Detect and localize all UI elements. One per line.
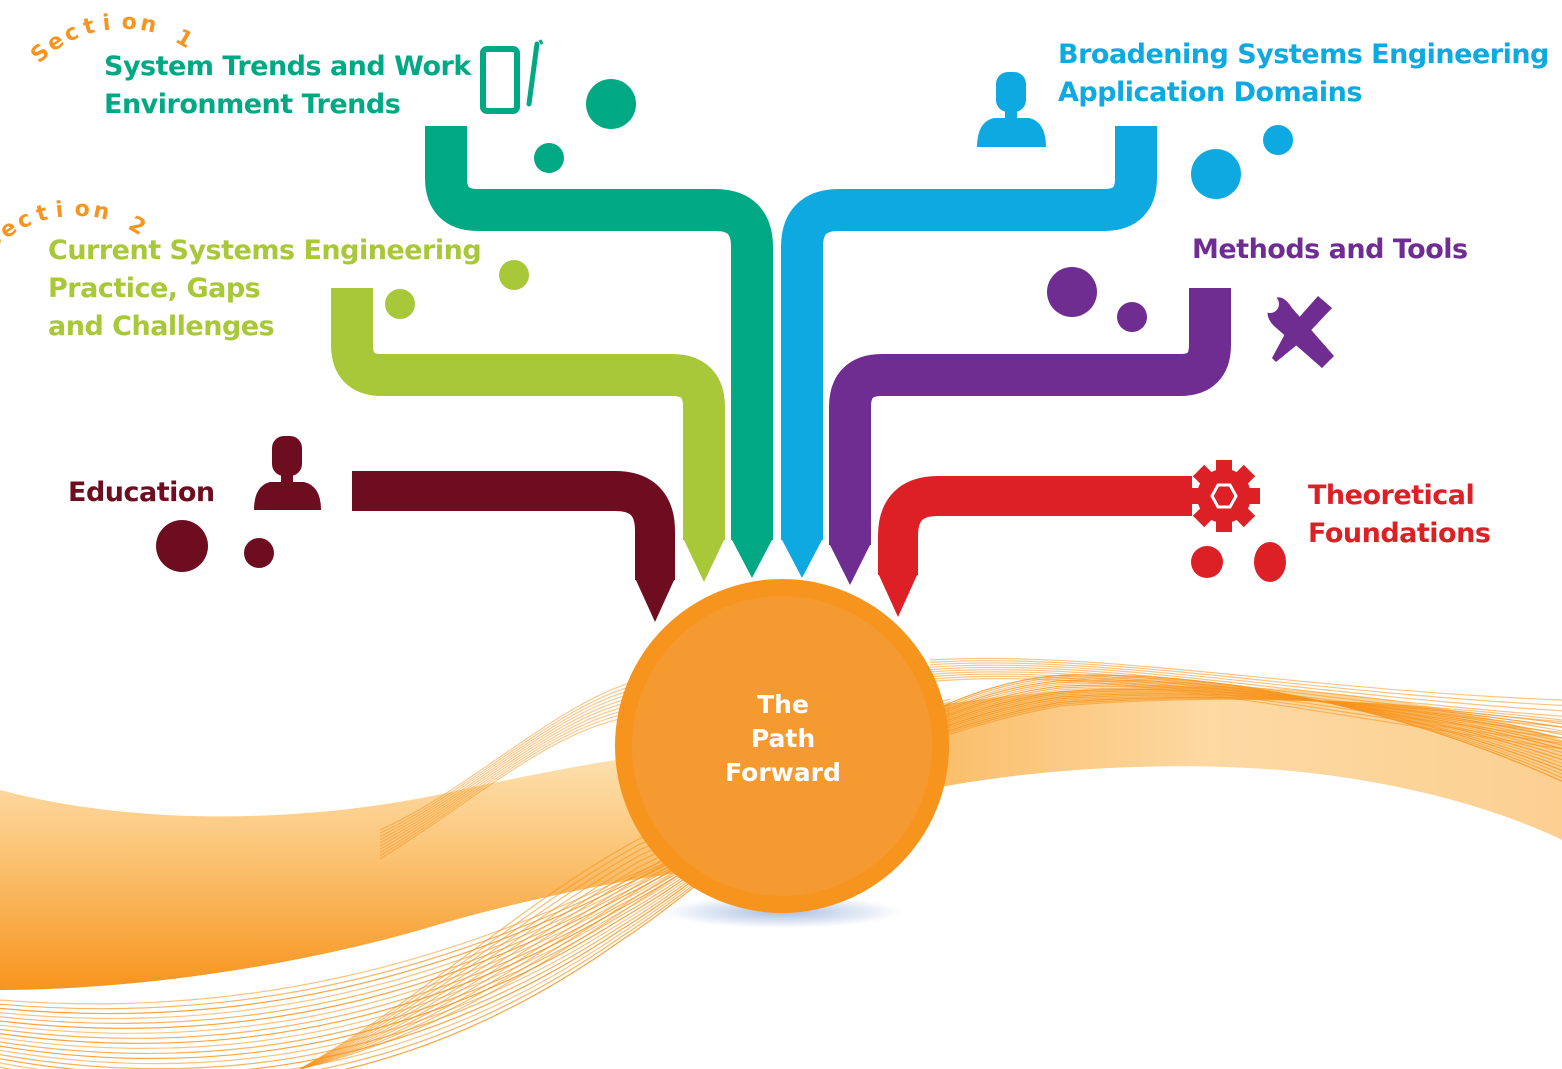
label-line: Broadening Systems Engineering [1058,39,1549,70]
arrow-methods-tools [829,543,871,585]
pipe-current-practice [331,288,725,540]
pipe-methods-tools [829,288,1231,545]
gear-tooth [1233,505,1256,528]
wave-line [929,673,1562,739]
wave-ribbon-right [860,686,1562,840]
dot [534,143,564,173]
wave-line [929,666,1562,723]
label-broadening: Broadening Systems Engineering Applicati… [1058,36,1549,112]
arrow-education [635,578,675,622]
branch-pipes [331,126,1231,622]
wave-line [379,715,641,860]
label-line: Environment Trends [104,89,401,120]
dot [1191,546,1223,578]
label-line: System Trends and Work [104,51,471,82]
label-line: Education [68,477,215,508]
wave-line [379,711,641,857]
center-label-line: Path [750,724,816,753]
wave-line [929,675,1562,744]
wave-line [929,662,1562,712]
section-letter: t [33,200,50,228]
dot [586,79,636,129]
section-letter: t [80,13,97,41]
label-line: Methods and Tools [1192,234,1468,265]
wave-line [929,669,1562,728]
label-line: Current Systems Engineering [48,235,482,266]
pipe-education [352,471,675,580]
wave-line [379,707,641,853]
label-education: Education [68,474,215,512]
label-line: Foundations [1308,518,1491,549]
person-icon [977,72,1046,147]
dot [1117,302,1147,332]
section-letter: o [120,9,138,36]
wave-line [929,657,1562,701]
wrench-screwdriver-icon [1261,295,1334,368]
arrow-theoretical [878,573,918,617]
gear-tooth [1192,505,1215,528]
dot [1263,125,1293,155]
section-letter: i [53,197,65,223]
label-methods-tools: Methods and Tools [1192,231,1468,269]
center-label-line: The [757,690,809,719]
section-letter: o [73,196,91,223]
wave-line [379,703,641,850]
wave-line [929,660,1562,706]
label-system-trends: System Trends and Work Environment Trend… [104,48,471,124]
wave-line [379,687,641,837]
gear-icon [1188,460,1260,532]
dot [244,538,274,568]
wave-line [929,671,1562,733]
label-line: Practice, Gaps [48,273,261,304]
pipe-broadening [781,126,1157,540]
section-letter: n [138,11,159,40]
dot [1191,149,1241,199]
label-theoretical: Theoretical Foundations [1308,477,1491,553]
arrow-system-trends [731,538,773,578]
dot [1047,267,1097,317]
wave-line [929,677,1562,750]
arrow-broadening [781,538,823,578]
wave-line [929,664,1562,717]
wave-line [379,695,641,844]
wave-ribbon-left [0,748,700,990]
dot [499,260,529,290]
center-circle-inner [632,596,932,896]
arrow-current-practice [683,538,725,582]
person-icon [254,436,321,510]
pipe-theoretical [878,476,1192,575]
dot [385,289,415,319]
center-label-line: Forward [725,758,841,787]
gear-tooth [1233,464,1256,487]
decorative-dots [156,79,1293,582]
tablet-pen-icon [480,39,544,114]
center-label: The Path Forward [683,688,883,790]
wave-line [379,691,641,841]
label-line: Application Domains [1058,77,1362,108]
label-line: and Challenges [48,311,275,342]
gear-tooth [1192,464,1215,487]
dot [156,520,208,572]
wave-line [379,679,641,831]
dot [1254,542,1286,582]
label-current-practice: Current Systems Engineering Practice, Ga… [48,232,482,346]
section-letter: n [91,198,112,227]
label-line: Theoretical [1308,480,1475,511]
wave-line [379,699,641,847]
pipe-system-trends [425,126,773,540]
section-letter: i [100,10,112,36]
wave-line [379,683,641,834]
